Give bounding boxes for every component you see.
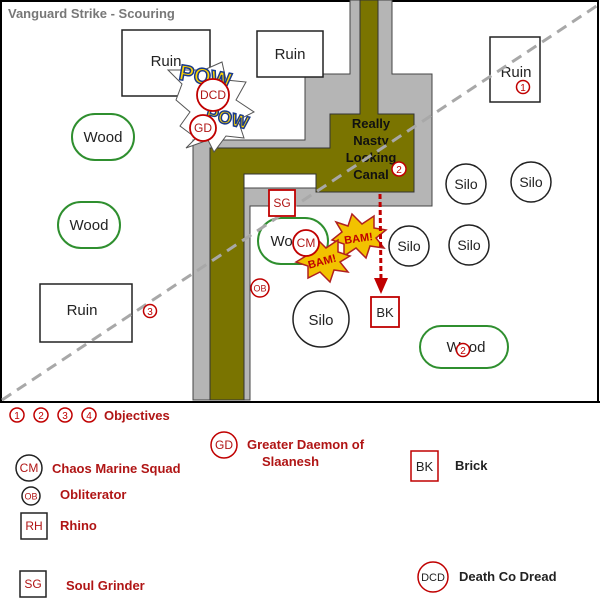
legend-gd-label-1: Greater Daemon of [247,437,365,452]
svg-text:SG: SG [24,577,41,591]
legend-gd: GD Greater Daemon of Slaanesh [210,431,365,469]
svg-text:3: 3 [147,307,153,318]
wood-left-top: Wood [71,113,135,161]
svg-text:2: 2 [396,165,402,176]
svg-text:GD: GD [194,121,212,135]
silo-4: Silo [448,224,490,266]
objective-marker-3: 3 [142,303,158,319]
legend-ob-label: Obliterator [60,487,126,502]
wood-left-mid: Wood [57,201,121,249]
svg-text:Canal: Canal [353,167,388,182]
move-arrow [374,193,388,294]
svg-text:Really: Really [352,116,391,131]
svg-text:Ruin: Ruin [275,46,306,63]
objective-marker-2-canal: 2 [391,161,407,177]
svg-text:OB: OB [24,492,37,502]
canal-label: Really Nasty Looking Canal [346,116,397,182]
legend-dcd-label: Death Co Dread [459,569,557,584]
svg-text:SG: SG [273,196,290,210]
legend-dcd: DCD Death Co Dread [417,561,557,593]
bam-effect-1: BAM! [330,212,388,260]
ruin-top-center: Ruin [256,30,324,78]
legend-ob: OB Obliterator [21,486,126,506]
svg-text:Silo: Silo [454,176,478,192]
svg-text:2: 2 [460,346,466,357]
bam-effect-2: BAM! [294,236,352,284]
legend-objective-4: 4 [81,407,97,423]
svg-text:RH: RH [25,519,42,533]
svg-text:4: 4 [86,411,92,422]
legend-objectives-label: Objectives [104,408,170,423]
legend-objective-3: 3 [57,407,73,423]
svg-text:Silo: Silo [519,174,543,190]
objective-marker-2-wood: 2 [455,342,471,358]
silo-3: Silo [388,225,430,267]
unit-cm[interactable]: CM [292,229,320,257]
svg-text:Silo: Silo [397,238,421,254]
svg-text:OB: OB [253,284,266,294]
svg-text:3: 3 [62,411,68,422]
objective-marker-1: 1 [515,79,531,95]
svg-text:BK: BK [416,459,434,474]
svg-text:1: 1 [520,83,526,94]
silo-5: Silo [292,290,350,348]
legend-cm: CM Chaos Marine Squad [15,454,181,482]
svg-text:Ruin: Ruin [67,302,98,319]
svg-text:DCD: DCD [421,572,445,584]
svg-text:Wood: Wood [70,217,109,234]
svg-text:DCD: DCD [200,88,226,102]
silo-2: Silo [510,161,552,203]
legend-objective-1: 1 [9,407,25,423]
unit-gd[interactable]: GD [189,114,217,142]
svg-text:Nasty: Nasty [353,133,389,148]
legend-objective-2: 2 [33,407,49,423]
svg-text:Silo: Silo [457,237,481,253]
deployment-line [1,3,599,402]
legend-rh: RH Rhino [20,512,97,540]
map-title: Vanguard Strike - Scouring [8,6,175,21]
svg-text:CM: CM [20,461,39,475]
svg-text:BAM!: BAM! [344,231,374,247]
svg-text:Wood: Wood [84,129,123,146]
legend-rh-label: Rhino [60,518,97,533]
unit-sg[interactable]: SG [268,189,296,217]
silo-1: Silo [445,163,487,205]
unit-bk[interactable]: BK [370,296,400,328]
svg-text:CM: CM [297,236,316,250]
svg-text:Ruin: Ruin [501,64,532,81]
unit-dcd[interactable]: DCD [196,78,230,112]
legend-cm-label: Chaos Marine Squad [52,461,181,476]
legend-bk: BK Brick [410,450,488,482]
svg-text:1: 1 [14,411,20,422]
ruin-left: Ruin [39,283,133,343]
svg-text:2: 2 [38,411,44,422]
legend-sg-label: Soul Grinder [66,578,145,593]
canal [209,0,415,401]
svg-text:Looking: Looking [346,150,397,165]
legend-sg: SG Soul Grinder [19,570,145,598]
legend-gd-label-2: Slaanesh [262,454,319,469]
svg-text:BK: BK [376,305,394,320]
legend-objectives: 1 2 3 4 Objectives [9,407,170,423]
svg-text:Ruin: Ruin [151,53,182,70]
legend-bk-label: Brick [455,458,488,473]
unit-ob[interactable]: OB [250,278,270,298]
svg-text:Silo: Silo [308,312,333,329]
svg-text:GD: GD [215,438,233,452]
